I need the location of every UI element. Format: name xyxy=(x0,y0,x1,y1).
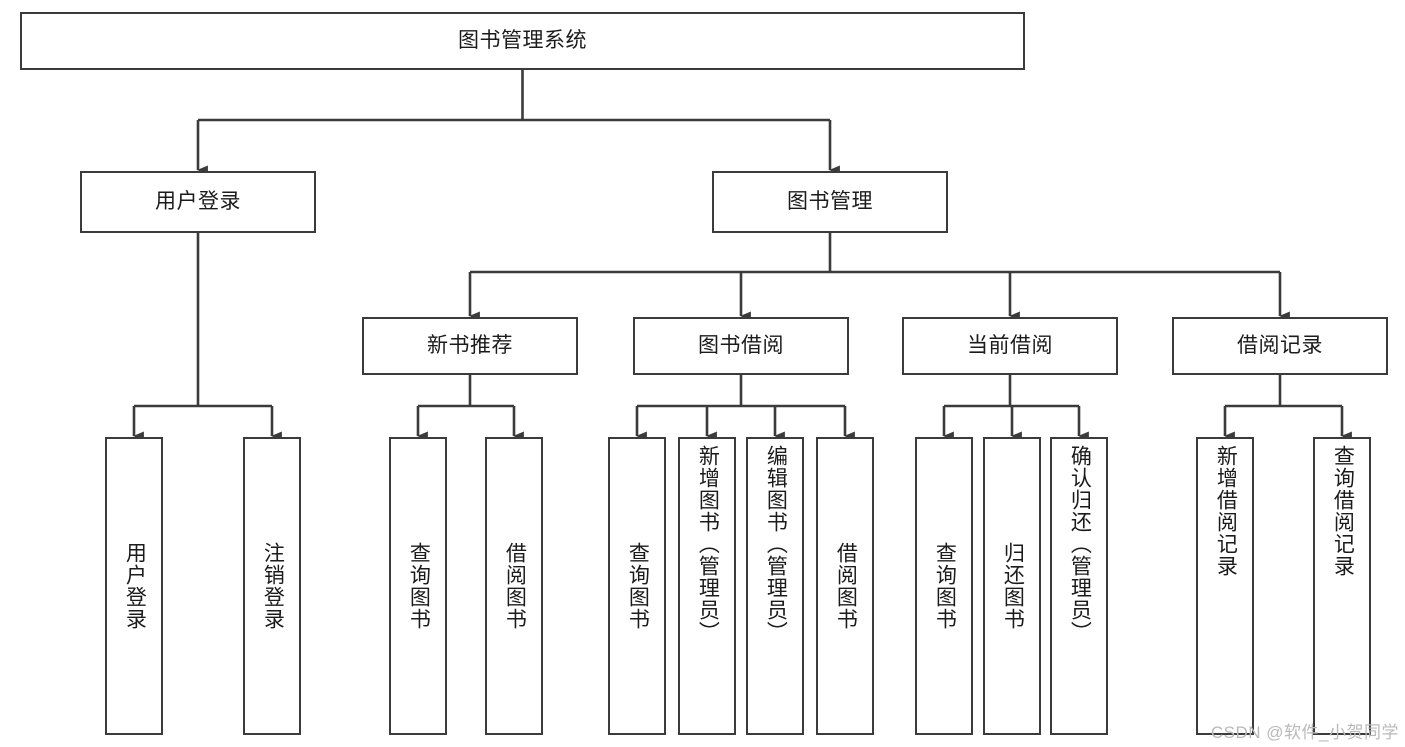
node-leaf-query-record[interactable]: 查询借阅记录 xyxy=(1313,437,1371,735)
node-user-login[interactable]: 用户登录 xyxy=(80,171,316,233)
node-label: 借阅图书 xyxy=(834,542,858,630)
node-leaf-add-book[interactable]: 新增图书（管理员） xyxy=(678,437,736,735)
node-current-borrow[interactable]: 当前借阅 xyxy=(902,317,1118,375)
node-label: 用户登录 xyxy=(123,542,147,630)
node-label: 归还图书 xyxy=(1001,542,1025,630)
node-new-book-rec[interactable]: 新书推荐 xyxy=(362,317,578,375)
node-label: 查询图书 xyxy=(933,542,957,630)
node-book-borrow[interactable]: 图书借阅 xyxy=(633,317,849,375)
node-leaf-borrow-book-2[interactable]: 借阅图书 xyxy=(816,437,874,735)
node-borrow-record[interactable]: 借阅记录 xyxy=(1172,317,1388,375)
node-label: 图书管理 xyxy=(787,190,873,214)
node-label: 查询借阅记录 xyxy=(1331,445,1355,577)
node-book-manage[interactable]: 图书管理 xyxy=(712,171,948,233)
node-label: 编辑图书（管理员） xyxy=(764,445,788,643)
node-leaf-add-record[interactable]: 新增借阅记录 xyxy=(1196,437,1254,735)
node-root-root[interactable]: 图书管理系统 xyxy=(20,12,1025,70)
node-label: 图书管理系统 xyxy=(458,29,587,53)
node-leaf-query-book-3[interactable]: 查询图书 xyxy=(915,437,973,735)
node-leaf-user-login[interactable]: 用户登录 xyxy=(105,437,163,735)
node-leaf-query-book-2[interactable]: 查询图书 xyxy=(608,437,666,735)
node-label: 借阅图书 xyxy=(503,542,527,630)
node-label: 查询图书 xyxy=(407,542,431,630)
node-label: 新增借阅记录 xyxy=(1214,445,1238,577)
node-label: 确认归还（管理员） xyxy=(1068,445,1092,643)
node-label: 新书推荐 xyxy=(427,334,513,358)
node-label: 注销登录 xyxy=(261,542,285,630)
node-leaf-edit-book[interactable]: 编辑图书（管理员） xyxy=(746,437,804,735)
node-label: 查询图书 xyxy=(626,542,650,630)
node-label: 借阅记录 xyxy=(1237,334,1323,358)
node-leaf-borrow-book-1[interactable]: 借阅图书 xyxy=(485,437,543,735)
node-label: 当前借阅 xyxy=(967,334,1053,358)
node-label: 图书借阅 xyxy=(698,334,784,358)
node-label: 新增图书（管理员） xyxy=(696,445,720,643)
node-leaf-confirm-return[interactable]: 确认归还（管理员） xyxy=(1050,437,1108,735)
node-leaf-query-book-1[interactable]: 查询图书 xyxy=(389,437,447,735)
node-label: 用户登录 xyxy=(155,190,241,214)
node-leaf-return-book[interactable]: 归还图书 xyxy=(983,437,1041,735)
node-leaf-user-logout[interactable]: 注销登录 xyxy=(243,437,301,735)
